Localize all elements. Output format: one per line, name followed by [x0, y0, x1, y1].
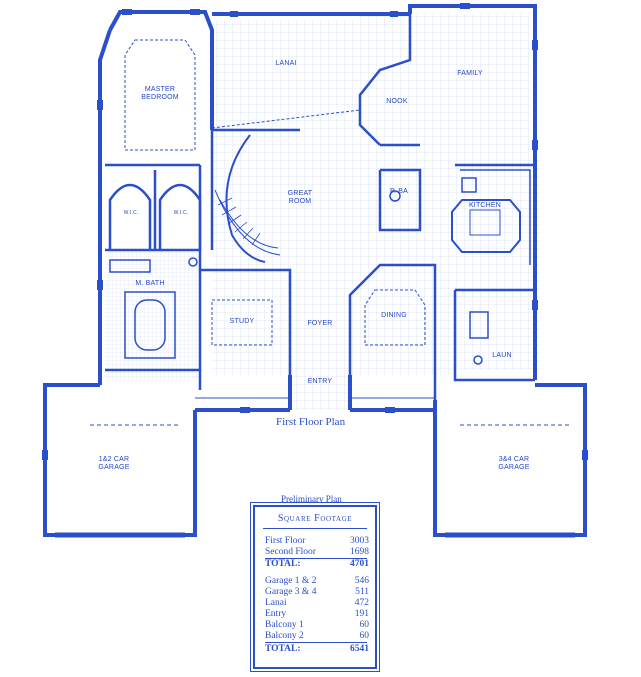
room-label-master-bedroom: MASTER BEDROOM	[141, 86, 179, 101]
preliminary-plan-label: Preliminary Plan	[281, 494, 342, 504]
room-label-family: FAMILY	[457, 70, 483, 77]
sqft-label: Balcony 1	[265, 620, 304, 630]
interior-walls	[105, 14, 535, 400]
garage-doors	[55, 424, 575, 538]
room-label-garage-1-2: 1&2 CAR GARAGE	[98, 456, 130, 471]
sqft-label: TOTAL:	[265, 644, 301, 654]
sqft-label: Balcony 2	[265, 631, 304, 641]
sqft-row: Garage 3 & 4 511	[265, 587, 369, 598]
room-label-master-bath: M. BATH	[135, 280, 165, 287]
room-label-study: STUDY	[229, 318, 255, 325]
room-label-lanai: LANAI	[275, 60, 297, 67]
sqft-value: 4701	[350, 559, 369, 569]
room-label-entry: ENTRY	[307, 378, 333, 385]
sqft-label: Garage 1 & 2	[265, 576, 317, 586]
sqft-row: Entry 191	[265, 609, 369, 620]
room-label-great-room: GREAT ROOM	[287, 190, 313, 205]
study-tray	[211, 299, 273, 346]
sqft-value: 60	[359, 620, 370, 630]
sqft-label: Lanai	[265, 598, 287, 608]
bath-fixtures	[109, 190, 489, 365]
sqft-value: 60	[359, 631, 370, 641]
room-label-laundry: LAUN	[492, 352, 512, 359]
master-bedroom-tray	[124, 39, 196, 151]
room-label-foyer: FOYER	[307, 320, 333, 327]
sqft-value: 546	[354, 576, 369, 586]
room-label-powder-bath: P. BA	[390, 188, 408, 195]
stair-and-curve	[214, 134, 281, 263]
sqft-row: Balcony 1 60	[265, 620, 369, 631]
room-label-kitchen: KITCHEN	[468, 202, 502, 209]
windows	[42, 3, 588, 460]
kitchen-island	[451, 199, 521, 253]
square-footage-title: Square Footage	[277, 513, 353, 524]
sqft-value: 6541	[350, 644, 369, 654]
sqft-value: 472	[354, 598, 369, 608]
sqft-label: Entry	[265, 609, 287, 619]
sqft-row: Second Floor 1698	[265, 547, 369, 558]
sqft-label: First Floor	[265, 536, 306, 546]
floor-plan-caption: First Floor Plan	[276, 416, 346, 428]
sqft-row-subtotal: TOTAL: 4701	[265, 559, 369, 570]
grand-total-rule	[265, 642, 367, 643]
sqft-row: Balcony 2 60	[265, 631, 369, 642]
room-label-nook: NOOK	[386, 98, 408, 105]
sqft-value: 1698	[350, 547, 369, 557]
sqft-row-grand-total: TOTAL: 6541	[265, 644, 369, 655]
sqft-value: 511	[355, 587, 369, 597]
tiled-floors	[105, 14, 540, 410]
sqft-value: 3003	[350, 536, 369, 546]
room-label-dining: DINING	[381, 312, 407, 319]
closet-arches	[108, 183, 202, 250]
sqft-label: Second Floor	[265, 547, 316, 557]
square-footage-table: Square Footage First Floor 3003 Second F…	[253, 505, 377, 669]
sqft-row: Garage 1 & 2 546	[265, 576, 369, 587]
sqft-row: First Floor 3003	[265, 536, 369, 547]
kitchen-counters	[460, 169, 531, 265]
sqft-row: Lanai 472	[265, 598, 369, 609]
room-label-wic-left: W.I.C.	[123, 210, 139, 216]
subtotal-rule	[265, 558, 367, 559]
title-divider	[263, 528, 367, 529]
room-label-wic-right: W.I.C.	[173, 210, 189, 216]
sqft-value: 191	[354, 609, 369, 619]
sqft-label: TOTAL:	[265, 559, 301, 569]
sqft-label: Garage 3 & 4	[265, 587, 317, 597]
room-label-garage-3-4: 3&4 CAR GARAGE	[498, 456, 530, 471]
dining-tray	[364, 289, 426, 346]
